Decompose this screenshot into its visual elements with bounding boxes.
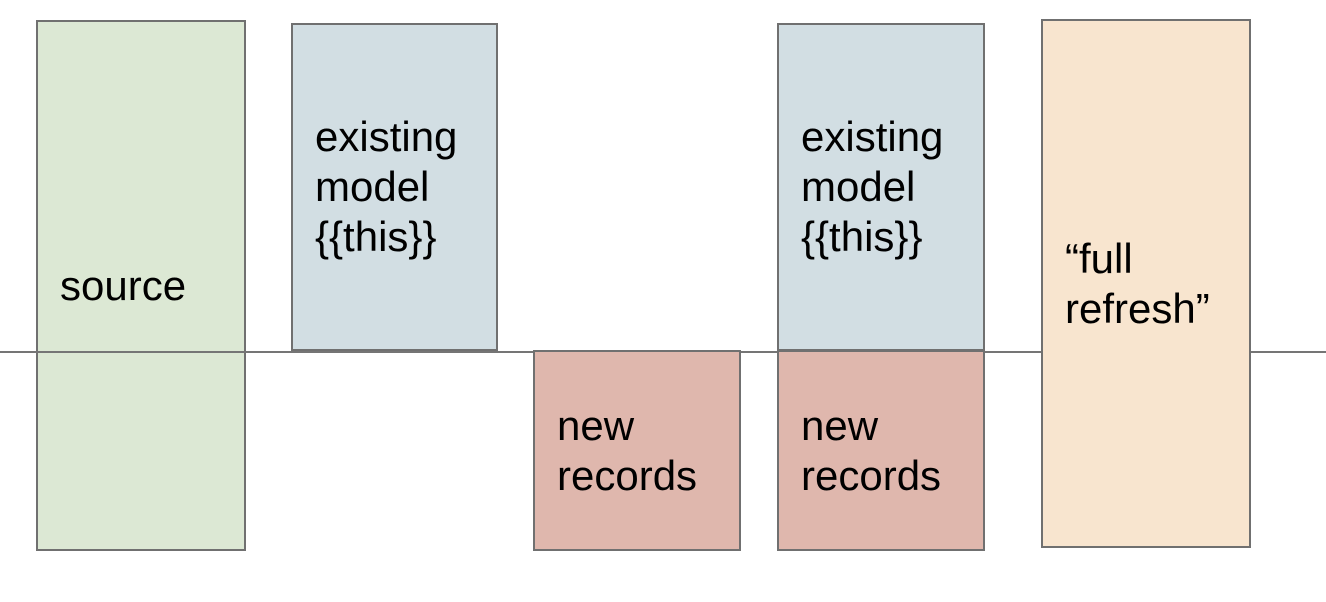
- new-records-box-2: new records: [777, 350, 985, 551]
- new-records-box-1: new records: [533, 350, 741, 551]
- full-refresh-box: “full refresh”: [1041, 19, 1251, 548]
- new-records-label-1: new records: [557, 401, 698, 499]
- source-box: source: [36, 20, 246, 551]
- existing-model-label-2: existing model {{this}}: [801, 113, 944, 260]
- new-records-label-2: new records: [801, 401, 942, 499]
- existing-model-box-2: existing model {{this}}: [777, 23, 985, 351]
- existing-model-label-1: existing model {{this}}: [315, 113, 458, 260]
- full-refresh-label: “full refresh”: [1065, 234, 1210, 332]
- source-label: source: [60, 261, 187, 309]
- existing-model-box-1: existing model {{this}}: [291, 23, 498, 351]
